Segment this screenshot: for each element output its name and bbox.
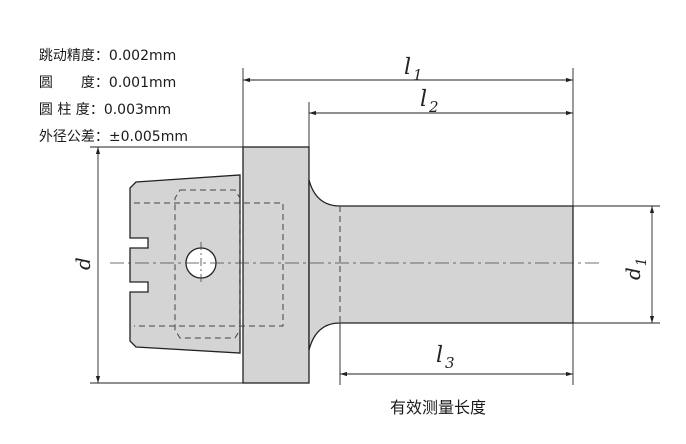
spec-colon: ： (94, 129, 109, 145)
spec-value: 0.001mm (108, 75, 177, 91)
spec-roundness: 圆 度：0.001mm (30, 59, 176, 91)
dim-d-label: d (71, 257, 95, 270)
effective-length-caption: 有效测量长度 (390, 398, 487, 417)
measuring-shaft (308, 179, 574, 351)
hidden-cavity (174, 189, 241, 339)
collet-body (129, 174, 241, 354)
hidden-bore (134, 202, 284, 327)
spec-label: 跳动精度 (38, 48, 95, 64)
spec-od-tolerance: 外径公差：±0.005mm (30, 113, 188, 145)
spec-colon: ： (89, 102, 104, 118)
dim-d1-label: d1 (621, 257, 650, 280)
spec-label: 圆 柱 度 (38, 102, 90, 118)
spec-cylindricity: 圆 柱 度：0.003mm (30, 86, 171, 118)
spec-runout: 跳动精度：0.002mm (30, 32, 176, 64)
spec-colon: ： (94, 75, 109, 91)
spec-label: 外径公差 (38, 129, 95, 145)
spec-colon: ： (94, 48, 109, 64)
spec-value: 0.002mm (108, 48, 177, 64)
spec-value: ±0.005mm (108, 129, 188, 145)
spec-label: 圆 度 (38, 75, 95, 91)
flange (242, 146, 310, 384)
spec-value: 0.003mm (103, 102, 172, 118)
